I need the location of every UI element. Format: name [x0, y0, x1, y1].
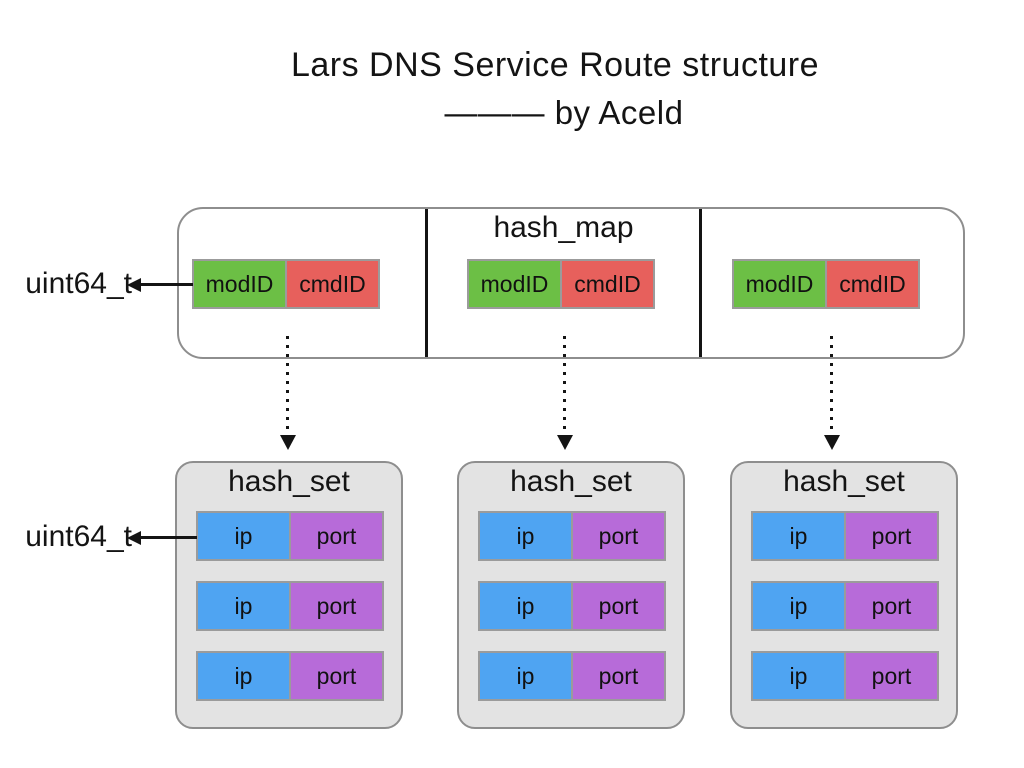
ip-cell: ip [196, 651, 291, 701]
uint64-top-arrow-line [139, 283, 193, 286]
modid-cell: modID [732, 259, 827, 309]
dotted-arrow-line-1 [286, 336, 289, 435]
down-arrowhead-icon-3 [824, 435, 840, 450]
hash-map-divider-2 [699, 209, 702, 357]
title-line-1: Lars DNS Service Route structure [290, 46, 820, 84]
hash-set-title: hash_set [783, 465, 905, 498]
hash-set-row: ip port [751, 651, 939, 701]
uint64-bottom-arrow-line [139, 536, 197, 539]
hash-map-divider-1 [425, 209, 428, 357]
dotted-arrow-line-3 [830, 336, 833, 435]
hash-set-title: hash_set [228, 465, 350, 498]
ip-cell: ip [751, 651, 846, 701]
hash-set-row: ip port [751, 581, 939, 631]
hash-set-row: ip port [196, 511, 384, 561]
port-cell: port [844, 511, 939, 561]
uint64-bottom-arrowhead-icon [127, 531, 141, 545]
port-cell: port [289, 511, 384, 561]
down-arrowhead-icon-2 [557, 435, 573, 450]
hash-map-container: hash_map modID cmdID modID cmdID modID c… [177, 207, 965, 359]
hash-map-title: hash_map [493, 211, 634, 244]
uint64-label-top: uint64_t [25, 267, 132, 300]
port-cell: port [571, 651, 666, 701]
route-key-pair-2: modID cmdID [467, 259, 655, 309]
hash-set-container-3: hash_set ip port ip port ip port [730, 461, 958, 729]
uint64-top-arrowhead-icon [127, 278, 141, 292]
route-key-pair-1: modID cmdID [192, 259, 380, 309]
hash-set-container-2: hash_set ip port ip port ip port [457, 461, 685, 729]
port-cell: port [289, 581, 384, 631]
port-cell: port [844, 651, 939, 701]
cmdid-cell: cmdID [825, 259, 920, 309]
hash-set-row: ip port [478, 511, 666, 561]
uint64-label-bottom: uint64_t [25, 520, 132, 553]
hash-set-row: ip port [751, 511, 939, 561]
title-line-2: ——— by Aceld [444, 94, 684, 131]
cmdid-cell: cmdID [285, 259, 380, 309]
hash-set-title: hash_set [510, 465, 632, 498]
hash-set-row: ip port [478, 651, 666, 701]
port-cell: port [289, 651, 384, 701]
ip-cell: ip [751, 581, 846, 631]
modid-cell: modID [467, 259, 562, 309]
ip-cell: ip [478, 511, 573, 561]
down-arrowhead-icon-1 [280, 435, 296, 450]
route-key-pair-3: modID cmdID [732, 259, 920, 309]
hash-set-row: ip port [478, 581, 666, 631]
ip-cell: ip [478, 651, 573, 701]
hash-set-row: ip port [196, 651, 384, 701]
ip-cell: ip [196, 581, 291, 631]
ip-cell: ip [478, 581, 573, 631]
hash-set-container-1: hash_set ip port ip port ip port [175, 461, 403, 729]
port-cell: port [844, 581, 939, 631]
hash-set-row: ip port [196, 581, 384, 631]
modid-cell: modID [192, 259, 287, 309]
diagram-title: Lars DNS Service Route structure ——— by … [120, 42, 990, 136]
cmdid-cell: cmdID [560, 259, 655, 309]
port-cell: port [571, 511, 666, 561]
ip-cell: ip [751, 511, 846, 561]
ip-cell: ip [196, 511, 291, 561]
port-cell: port [571, 581, 666, 631]
dotted-arrow-line-2 [563, 336, 566, 435]
